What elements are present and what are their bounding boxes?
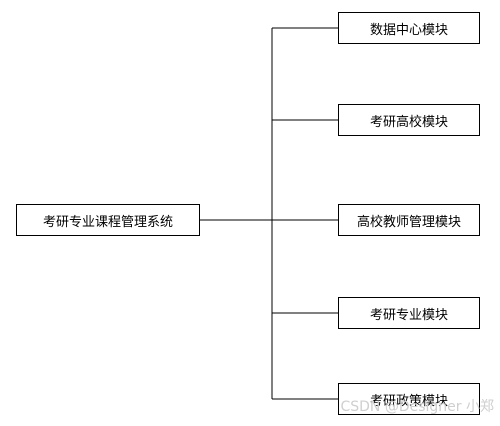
module-node-majors: 考研专业模块	[338, 297, 480, 329]
module-label: 高校教师管理模块	[356, 214, 461, 230]
module-label: 数据中心模块	[369, 22, 448, 38]
root-node-label: 考研专业课程管理系统	[42, 214, 173, 230]
module-label: 考研高校模块	[369, 114, 448, 130]
module-node-data-center: 数据中心模块	[338, 12, 480, 44]
module-node-policies: 考研政策模块	[338, 383, 480, 415]
root-node-box: 考研专业课程管理系统	[16, 204, 200, 236]
module-label: 考研专业模块	[369, 307, 448, 323]
module-label: 考研政策模块	[369, 393, 448, 409]
module-node-teacher-management: 高校教师管理模块	[338, 204, 480, 236]
module-node-universities: 考研高校模块	[338, 104, 480, 136]
watermark-text: CSDN @Designer 小郑	[340, 399, 494, 415]
